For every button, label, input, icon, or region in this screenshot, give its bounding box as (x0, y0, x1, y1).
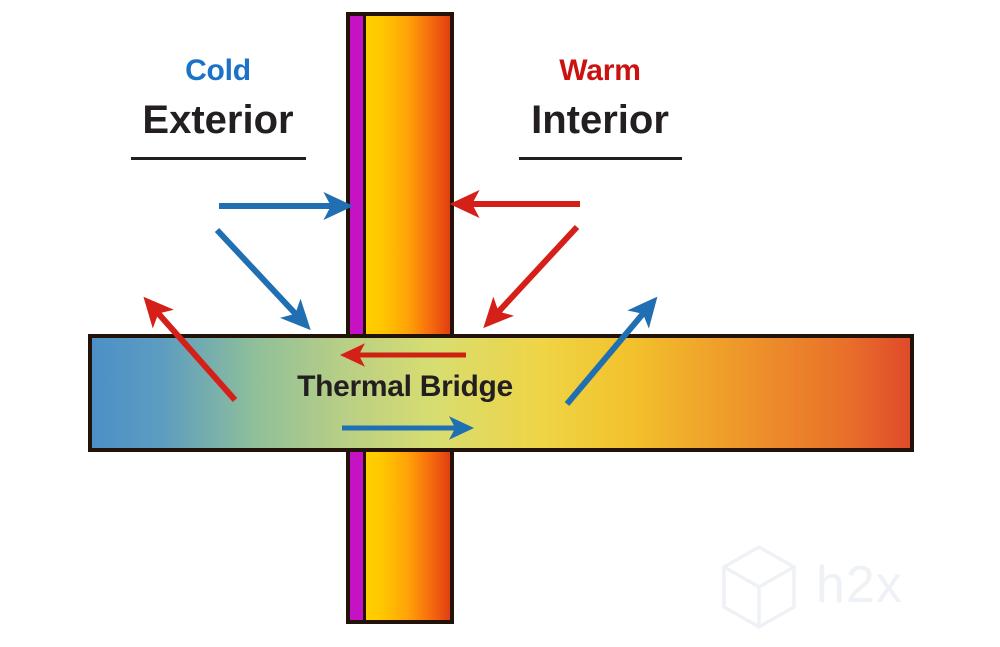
exterior-label-group: Cold Exterior (118, 56, 318, 160)
arrow-cold-escape-up-right (564, 296, 658, 406)
cube-icon (722, 545, 796, 629)
watermark-text: h2x (816, 556, 903, 614)
cold-label: Cold (185, 54, 251, 87)
interior-underline (518, 157, 682, 160)
slab-body (88, 334, 914, 452)
heat-flow-arrows (143, 189, 658, 440)
exterior-label: Exterior (142, 98, 294, 142)
watermark: h2x (716, 540, 946, 630)
wall-membrane-layer (350, 16, 363, 620)
arrow-warm-diagonal-down (483, 224, 580, 329)
thermal-bridge-slab (88, 334, 914, 452)
warm-label: Warm (559, 54, 641, 87)
interior-label: Interior (531, 98, 669, 142)
arrow-cold-diagonal-down (214, 227, 311, 331)
arrow-warm-escape-up-left (143, 296, 238, 402)
exterior-underline (130, 157, 306, 160)
vertical-wall (346, 12, 454, 624)
interior-label-group: Warm Interior (500, 56, 700, 160)
